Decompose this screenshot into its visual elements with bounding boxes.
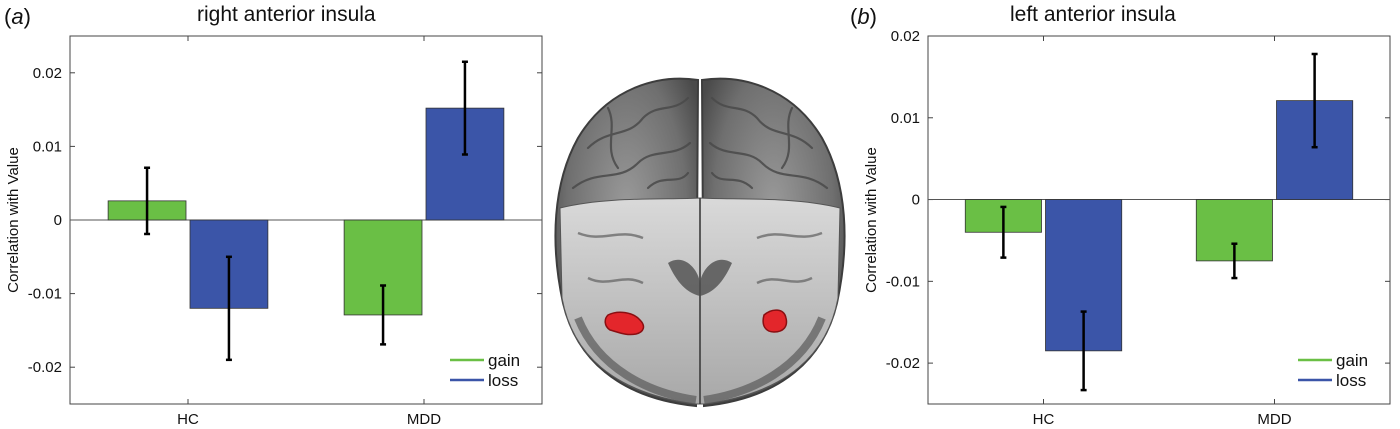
slice-cortex	[574, 316, 826, 404]
chart-b-ytick-label: 0.01	[891, 110, 920, 127]
chart-b-ytick-label: -0.01	[886, 273, 920, 290]
chart-a-ytick-label: -0.02	[28, 359, 62, 376]
slice-details	[577, 198, 823, 404]
chart-b-xtick-label: HC	[1033, 411, 1055, 428]
chart-a-ytick-label: 0	[54, 212, 62, 229]
chart-a-ytick-label: -0.01	[28, 286, 62, 303]
panel-letter-a-text: a	[11, 4, 24, 29]
roi-right-insula	[604, 311, 645, 336]
chart-b-ytick-label: 0.02	[891, 28, 920, 45]
chart-a-legend-label-loss: loss	[488, 371, 518, 390]
chart-b-bar-loss-mdd	[1276, 100, 1354, 200]
chart-b-xtick-label: MDD	[1257, 411, 1291, 428]
panel-letter-a-open: (	[4, 4, 12, 29]
chart-a-legend-label-gain: gain	[488, 351, 520, 370]
panel-title-b: left anterior insula	[1010, 3, 1176, 26]
chart-b-bar-loss-hc	[1045, 199, 1123, 352]
brain-image	[554, 77, 846, 408]
chart-a-xtick-label: MDD	[407, 411, 441, 428]
panel-title-a: right anterior insula	[197, 3, 376, 26]
chart-b-legend-label-gain: gain	[1336, 351, 1368, 370]
panel-letter-a-close: )	[23, 4, 31, 29]
ventricles	[668, 259, 732, 296]
chart-b-legend-label-loss: loss	[1336, 371, 1366, 390]
panel-letter-b-text: b	[857, 4, 870, 29]
gyri	[571, 96, 829, 190]
panel-letter-b-close: )	[869, 4, 877, 29]
chart-b-ytick-label: -0.02	[886, 355, 920, 372]
chart-b-bar-gain-hc	[964, 199, 1042, 233]
panel-letter-a: (a)	[4, 4, 31, 30]
chart-a-ytick-label: 0.02	[33, 65, 62, 82]
panel-letter-b-open: (	[850, 4, 858, 29]
chart-a-ytick-label: 0.01	[33, 138, 62, 155]
chart-a-xtick-label: HC	[177, 411, 199, 428]
roi-left-insula	[762, 309, 788, 333]
chart-b-bar-gain-mdd	[1195, 199, 1273, 262]
chart-b-ylabel: Correlation with Value	[863, 147, 880, 293]
chart-b-axes-frame	[927, 35, 1391, 405]
chart-b-ytick-label: 0	[912, 192, 920, 209]
panel-letter-b: (b)	[850, 4, 877, 30]
chart-a-ylabel: Correlation with Value	[5, 147, 22, 293]
